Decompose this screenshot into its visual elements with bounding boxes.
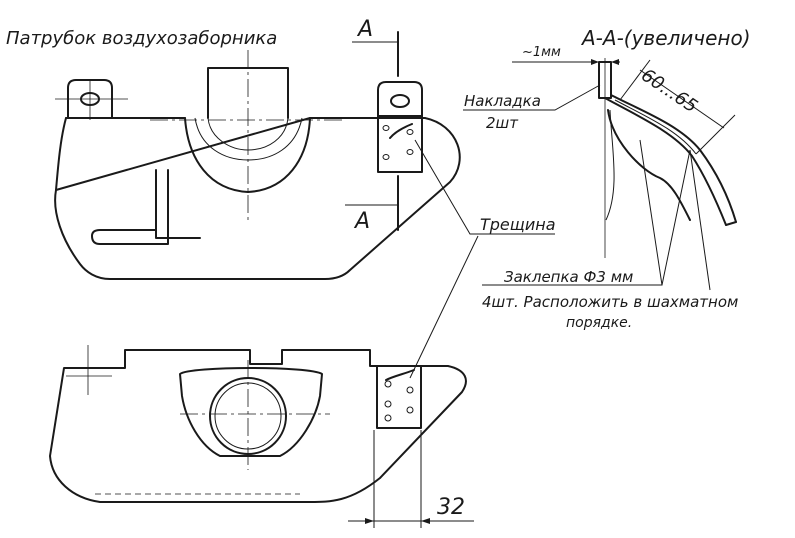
bottom-overlay-patch (376, 365, 422, 429)
top-view-right-ear (377, 81, 423, 119)
section-view (512, 58, 737, 258)
section-mark-top: А (356, 17, 373, 42)
intake-cup (184, 117, 311, 193)
rivet-icon (406, 386, 414, 394)
leader-line (414, 139, 555, 235)
overlay-count: 2шт (486, 114, 519, 132)
gap-dimension: ~1мм (522, 45, 561, 60)
rivet-icon (382, 125, 390, 131)
rivet-icon (406, 129, 414, 135)
top-view-outline (54, 117, 461, 280)
rivet-icon (382, 154, 390, 160)
rivet-icon (406, 149, 414, 155)
l-slot (91, 169, 201, 245)
leaders (409, 84, 711, 379)
arrow-icon (611, 59, 619, 65)
top-view-left-edge (55, 117, 67, 191)
top-overlay-patch (377, 115, 423, 173)
rivet-instruction-cont: порядке. (566, 315, 632, 331)
bottom-view-outline (49, 349, 467, 503)
rivet-icon (406, 406, 414, 414)
drawing-title: Патрубок воздухозаборника (6, 28, 277, 49)
arrow-icon (421, 518, 430, 524)
leader-line (689, 149, 711, 291)
rivet-instruction: 4шт. Расположить в шахматном (482, 293, 738, 311)
bottom-view (49, 345, 474, 528)
rivet-icon (384, 414, 392, 422)
bottom-intake-housing (179, 367, 323, 457)
top-view (54, 31, 461, 280)
section-sheet-end (725, 221, 737, 226)
overlay-name: Накладка (464, 92, 541, 110)
top-right-hole-icon (390, 94, 410, 108)
section-title: А-А-(увеличено) (580, 26, 751, 50)
dimension-32: 32 (437, 495, 465, 520)
dimension-line (639, 69, 725, 129)
intake-pipe (207, 67, 289, 119)
rivet-label: Заклепка Ф3 мм (504, 268, 633, 286)
section-sheet-inner (604, 97, 727, 226)
section-lower-wall (607, 109, 691, 221)
arrow-icon (591, 59, 599, 65)
dimension-line (619, 59, 651, 101)
section-mark-bottom: А (353, 209, 370, 234)
rivet-icon (384, 380, 392, 388)
dimension-line (695, 114, 736, 155)
leader-line (661, 149, 691, 286)
arrow-icon (365, 518, 374, 524)
crack-label: Трещина (480, 215, 556, 234)
leader-line (482, 139, 663, 286)
leader-line (463, 84, 601, 111)
crack-mark-bottom (385, 369, 415, 381)
crack-mark-top (389, 123, 413, 139)
rivet-icon (384, 400, 392, 408)
range-dimension: 60...65 (637, 65, 701, 118)
leader-line (409, 235, 479, 379)
